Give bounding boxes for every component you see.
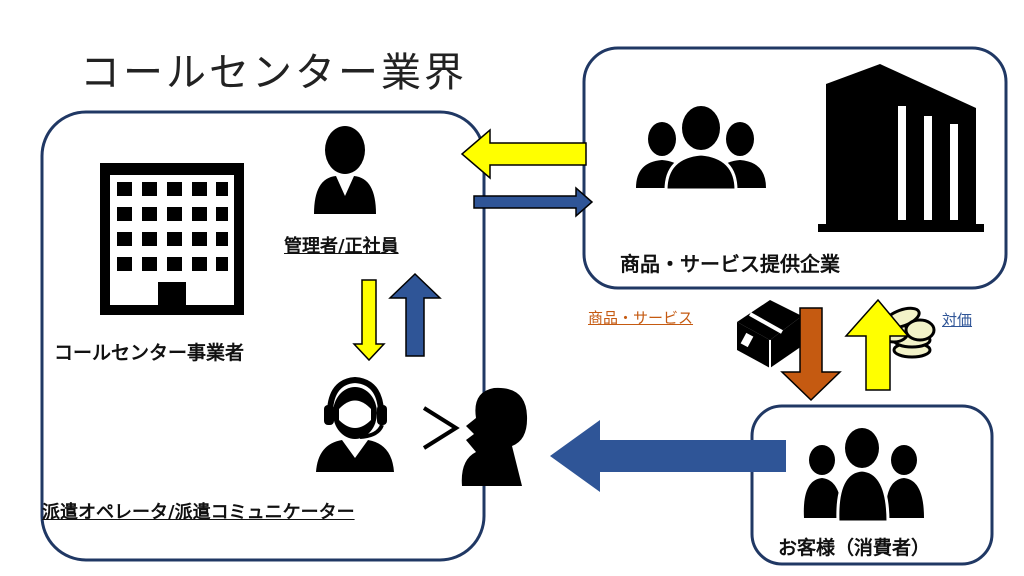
page-title: コールセンター業界 (80, 50, 467, 96)
goods-services-label: 商品・サービス (588, 309, 694, 327)
call-center-business-label: コールセンター事業者 (54, 342, 245, 364)
goods-arrow-orange (780, 307, 842, 402)
company-building-icon (818, 64, 984, 232)
provider-box (582, 46, 1008, 290)
provider-label: 商品・サービス提供企業 (620, 252, 840, 276)
group-people-icon (636, 106, 766, 192)
package-box-icon (737, 300, 802, 368)
instruction-arrow-yellow (352, 279, 386, 362)
office-building-icon (100, 163, 244, 315)
payment-label: 対価 (942, 311, 973, 329)
customer-label: お客様（消費者） (778, 537, 931, 559)
request-arrow-yellow (460, 128, 587, 180)
customer-group-icon (803, 428, 924, 524)
manager-person-icon (314, 126, 376, 214)
report-arrow-blue (388, 272, 442, 357)
inquiry-arrow-blue (550, 420, 786, 492)
operator-headset-icon (316, 376, 394, 472)
call-center-box (40, 110, 486, 562)
speech-gesture-icon (422, 406, 460, 450)
support-arrow-blue (473, 186, 594, 218)
customer-box (750, 404, 994, 566)
manager-label: 管理者/正社員 (284, 236, 399, 257)
operator-label: 派遣オペレータ/派遣コミュニケーター (42, 502, 355, 523)
speaking-person-icon (461, 387, 528, 486)
payment-arrow-yellow (844, 298, 910, 391)
